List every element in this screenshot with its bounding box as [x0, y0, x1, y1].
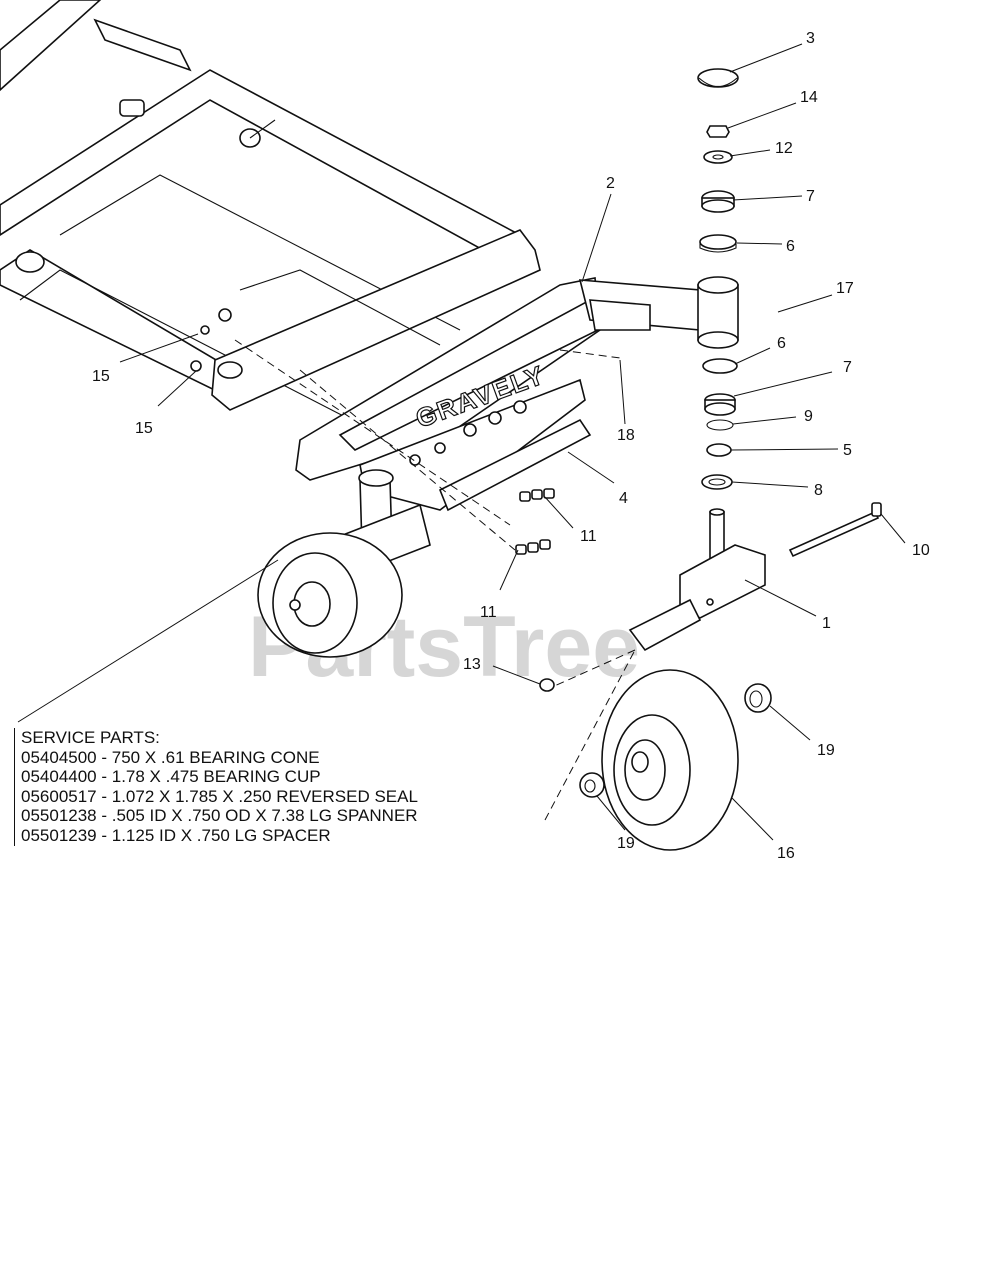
callout-17: 17 [836, 280, 854, 297]
callout-10: 10 [912, 542, 930, 559]
assembled-caster-wheel [257, 469, 431, 658]
caster-fork [628, 508, 766, 652]
axle-bolt [788, 502, 882, 558]
bearing-cup-lower [702, 358, 738, 374]
service-parts-heading: SERVICE PARTS: [21, 728, 160, 747]
seal [701, 474, 733, 490]
spacer-right [744, 683, 772, 713]
callout-1: 1 [822, 615, 831, 632]
mount-plate [438, 418, 592, 512]
callout-16: 16 [777, 845, 795, 862]
callout-19-left: 19 [617, 835, 635, 852]
callout-6-upper: 6 [786, 238, 795, 255]
axle-bracket: GRAVELY [295, 277, 701, 511]
pivot-tube [697, 284, 739, 341]
service-parts-list: SERVICE PARTS: 05404500 - 750 X .61 BEAR… [14, 728, 418, 846]
callout-11-lower: 11 [480, 604, 497, 621]
service-part-item: 05404500 - 750 X .61 BEARING CONE [21, 747, 320, 767]
callout-18: 18 [617, 427, 635, 444]
service-part-item: 05501239 - 1.125 ID X .750 LG SPACER [21, 825, 331, 845]
callout-9: 9 [804, 408, 813, 425]
service-part-item: 05501238 - .505 ID X .750 OD X 7.38 LG S… [21, 806, 418, 826]
service-part-item: 05404400 - 1.78 X .475 BEARING CUP [21, 767, 321, 787]
spacer-5 [706, 443, 732, 457]
callout-labels: 3 14 12 7 6 2 17 6 7 9 5 8 18 4 15 15 11… [92, 30, 930, 862]
callout-5: 5 [843, 442, 852, 459]
callout-15-lower: 15 [135, 420, 153, 437]
spacer-left [579, 772, 605, 798]
callout-19-right: 19 [817, 742, 835, 759]
bolts-lower [515, 539, 551, 555]
snap-ring [706, 419, 734, 431]
bolts-upper [519, 488, 555, 502]
callout-13: 13 [463, 656, 481, 673]
callout-12: 12 [775, 140, 793, 157]
callout-2: 2 [606, 175, 615, 192]
bearing-cup-upper [699, 234, 737, 250]
lock-nut [706, 125, 730, 138]
parts-stack [697, 68, 739, 490]
callout-8: 8 [814, 482, 823, 499]
service-part-item: 05600517 - 1.072 X 1.785 X .250 REVERSED… [21, 786, 418, 806]
callout-7-upper: 7 [806, 188, 815, 205]
callout-15-upper: 15 [92, 368, 110, 385]
callout-14: 14 [800, 89, 818, 106]
spanner [539, 678, 555, 692]
tire-wheel [601, 669, 739, 851]
washer [703, 150, 733, 164]
callout-3: 3 [806, 30, 815, 47]
mower-frame [0, 0, 541, 441]
leader-lines [17, 43, 906, 841]
callout-4: 4 [619, 490, 628, 507]
callout-11-upper: 11 [580, 528, 597, 545]
callout-7-lower: 7 [843, 359, 852, 376]
callout-6-lower: 6 [777, 335, 786, 352]
